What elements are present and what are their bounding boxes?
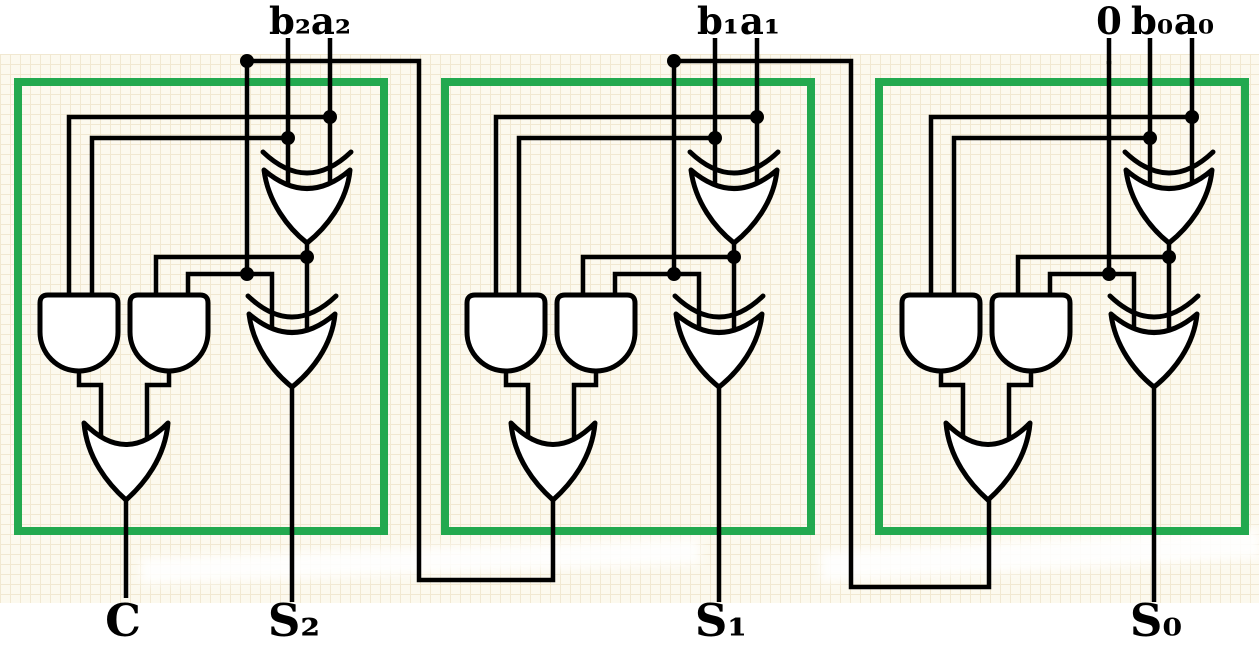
full-adder-box-bit2 <box>14 78 388 535</box>
full-adder-block-bit0 <box>902 38 1213 602</box>
input-label-a1: a₁ <box>740 0 780 43</box>
junction-dot <box>240 54 254 68</box>
input-label-b0: b₀ <box>1131 0 1173 43</box>
input-label-b1: b₁ <box>697 0 739 43</box>
output-label-carry: C <box>105 594 141 647</box>
output-label-s1: S₁ <box>695 594 747 647</box>
output-label-s0: S₀ <box>1130 594 1182 647</box>
full-adder-box-bit0 <box>875 78 1249 535</box>
full-adder-block-bit1 <box>467 38 778 602</box>
carry-wire-bit0-to-bit1 <box>674 58 992 590</box>
carry-wire-bit1-to-bit2 <box>247 58 556 583</box>
input-label-a0: a₀ <box>1174 0 1214 43</box>
output-label-s2: S₂ <box>268 594 320 647</box>
input-label-a2: a₂ <box>311 0 351 43</box>
full-adder-box-bit1 <box>441 78 815 535</box>
input-label-b2: b₂ <box>269 0 311 43</box>
input-label-zero: 0 <box>1096 0 1122 43</box>
full-adder-block-bit2 <box>40 38 351 602</box>
junction-dot <box>667 54 681 68</box>
